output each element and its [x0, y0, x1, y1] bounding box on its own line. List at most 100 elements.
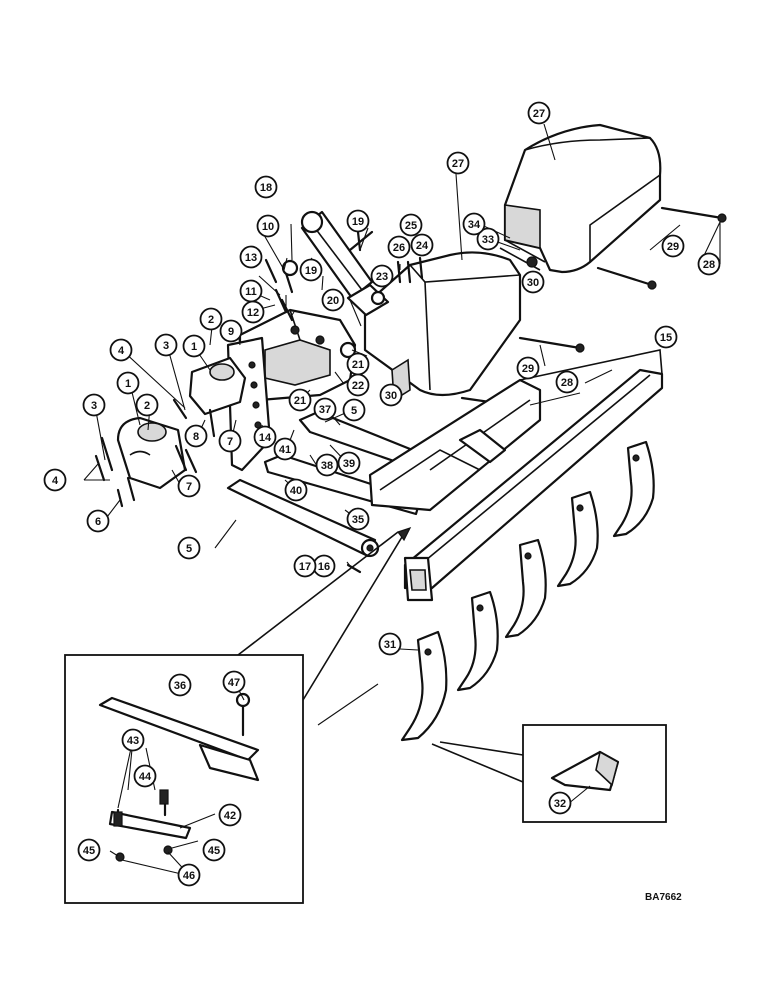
- callout-4: 4: [109, 338, 133, 362]
- callout-label: 1: [191, 341, 197, 353]
- callout-label: 44: [139, 771, 152, 783]
- callout-29: 29: [661, 234, 685, 258]
- callout-label: 7: [186, 481, 192, 493]
- callout-label: 40: [290, 485, 302, 497]
- callout-5: 5: [342, 398, 366, 422]
- callout-3: 3: [154, 333, 178, 357]
- callout-label: 18: [260, 182, 272, 194]
- washer-10: [281, 259, 299, 277]
- callout-7: 7: [218, 429, 242, 453]
- callout-label: 6: [95, 516, 101, 528]
- callout-label: 46: [183, 870, 195, 882]
- callout-label: 5: [186, 543, 192, 555]
- callout-36: 36: [168, 673, 192, 697]
- callout-label: 4: [118, 345, 125, 357]
- callout-label: 8: [193, 431, 199, 443]
- callout-13: 13: [239, 245, 263, 269]
- callout-27: 27: [527, 101, 551, 125]
- callout-label: 47: [228, 677, 240, 689]
- callout-label: 21: [352, 359, 364, 371]
- callout-44: 44: [133, 764, 157, 788]
- callout-41: 41: [273, 437, 297, 461]
- callout-31: 31: [378, 632, 402, 656]
- detail-inset: [64, 526, 412, 904]
- callout-43: 43: [121, 728, 145, 752]
- callout-label: 42: [224, 810, 236, 822]
- callout-label: 41: [279, 444, 291, 456]
- drawing-reference: BA7662: [645, 892, 682, 903]
- callout-17: 17: [293, 554, 317, 578]
- callout-label: 25: [405, 220, 417, 232]
- callout-label: 45: [83, 845, 95, 857]
- point-inset: [431, 724, 667, 823]
- callout-2: 2: [199, 307, 223, 331]
- callout-label: 27: [533, 108, 545, 120]
- callout-label: 19: [352, 216, 364, 228]
- callout-19: 19: [299, 258, 323, 282]
- callout-label: 32: [554, 798, 566, 810]
- callout-34: 34: [462, 212, 486, 236]
- callout-label: 3: [91, 400, 97, 412]
- callout-label: 33: [482, 234, 494, 246]
- callout-label: 27: [452, 158, 464, 170]
- callout-7: 7: [177, 474, 201, 498]
- callout-12: 12: [241, 300, 265, 324]
- callout-26: 26: [387, 235, 411, 259]
- callout-46: 46: [177, 863, 201, 887]
- callout-label: 15: [660, 332, 672, 344]
- callout-25: 25: [399, 213, 423, 237]
- callout-label: 7: [227, 436, 233, 448]
- callout-label: 17: [299, 561, 311, 573]
- callout-8: 8: [184, 424, 208, 448]
- callout-18: 18: [254, 175, 278, 199]
- nut-28c: [575, 343, 585, 353]
- callout-label: 29: [522, 363, 534, 375]
- callout-20: 20: [321, 288, 345, 312]
- callout-label: 26: [393, 242, 405, 254]
- callout-10: 10: [256, 214, 280, 238]
- callout-45: 45: [202, 838, 226, 862]
- callout-33: 33: [476, 227, 500, 251]
- callout-label: 13: [245, 252, 257, 264]
- pin-21: [339, 341, 357, 359]
- callout-label: 37: [319, 404, 331, 416]
- callout-label: 1: [125, 378, 131, 390]
- callout-4: 4: [43, 468, 67, 492]
- callout-label: 10: [262, 221, 274, 233]
- callout-21: 21: [288, 388, 312, 412]
- toolbar-frame: [368, 349, 664, 602]
- hydraulic-cylinder: [300, 210, 390, 317]
- callout-label: 30: [527, 277, 539, 289]
- callout-11: 11: [239, 279, 263, 303]
- callout-label: 12: [247, 307, 259, 319]
- callout-label: 36: [174, 680, 186, 692]
- nut-28b: [647, 280, 657, 290]
- nut-28: [717, 213, 727, 223]
- roller-30b: [526, 256, 538, 268]
- callout-40: 40: [284, 478, 308, 502]
- callout-label: 20: [327, 295, 339, 307]
- callout-label: 23: [376, 271, 388, 283]
- pin-bolts: [356, 230, 424, 284]
- callout-28: 28: [555, 370, 579, 394]
- callout-37: 37: [313, 397, 337, 421]
- callout-label: 43: [127, 735, 139, 747]
- callout-39: 39: [337, 451, 361, 475]
- callout-label: 19: [305, 265, 317, 277]
- callout-24: 24: [410, 233, 434, 257]
- callout-28: 28: [697, 252, 721, 276]
- callout-1: 1: [182, 334, 206, 358]
- callout-label: 11: [245, 286, 257, 298]
- clamp-bolts: [94, 436, 136, 508]
- callout-45: 45: [77, 838, 101, 862]
- callout-label: 2: [208, 314, 214, 326]
- callout-label: 38: [321, 460, 333, 472]
- callout-label: 4: [52, 475, 59, 487]
- callout-1: 1: [116, 371, 140, 395]
- callout-23: 23: [370, 264, 394, 288]
- callout-15: 15: [654, 325, 678, 349]
- bracket-bolts: [264, 258, 294, 322]
- callout-30: 30: [379, 383, 403, 407]
- upper-clamp: [188, 356, 247, 416]
